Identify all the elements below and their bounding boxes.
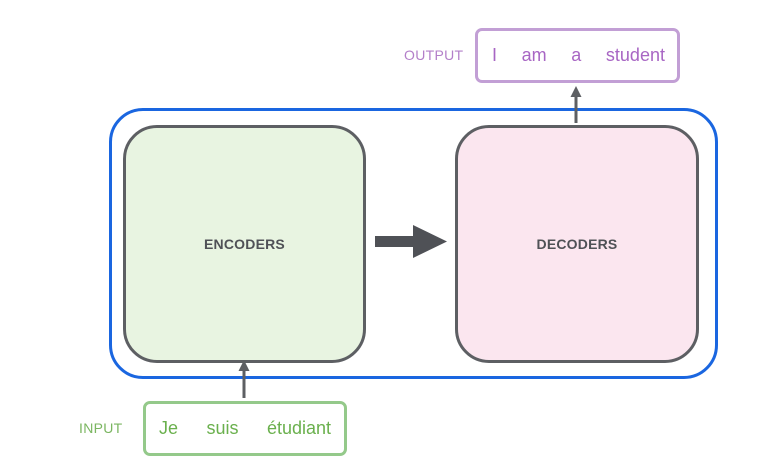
decoders-label: DECODERS — [536, 236, 618, 252]
output-token: a — [571, 45, 582, 65]
input-label: INPUT — [79, 420, 123, 436]
input-sentence-box: Je suis étudiant — [143, 401, 347, 456]
encoder-to-decoder-arrow — [375, 225, 447, 258]
input-token: suis — [206, 418, 239, 438]
input-token: Je — [159, 418, 179, 438]
decoder-to-output-arrow — [570, 86, 582, 123]
output-token: I — [492, 45, 498, 65]
decoders-block: DECODERS — [455, 125, 699, 363]
model-container — [109, 108, 718, 379]
output-sentence-box: I am a student — [475, 28, 680, 83]
input-token: étudiant — [266, 418, 331, 438]
input-to-encoder-arrow — [238, 360, 250, 398]
encoders-label: ENCODERS — [204, 236, 285, 252]
output-token: am — [521, 45, 547, 65]
output-token: student — [605, 45, 665, 65]
output-label: OUTPUT — [404, 47, 464, 63]
